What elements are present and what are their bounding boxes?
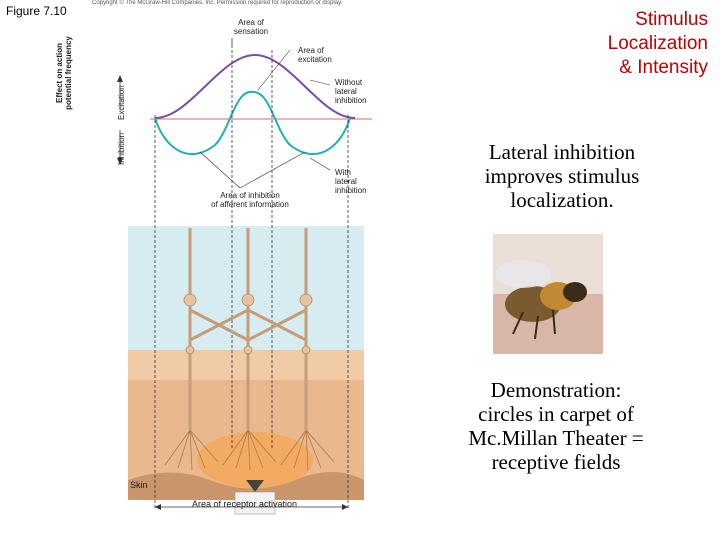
stimulus-probe <box>246 480 264 492</box>
skin-label: Skin <box>130 480 148 490</box>
area-of-inhibition-label: Area of inhibition of afferent informati… <box>211 191 289 209</box>
inhibition-label: Inhibition <box>117 132 126 165</box>
slide-title: Stimulus Localization & Intensity <box>548 8 708 80</box>
figure-label: Figure 7.10 <box>6 4 67 18</box>
sky-background <box>128 226 364 356</box>
note-demonstration: Demonstration: circles in carpet of Mc.M… <box>452 378 660 474</box>
without-lateral-inhibition-label: Without lateral inhibition <box>335 78 367 105</box>
note-line: Lateral inhibition <box>488 140 636 164</box>
lateral-inhibition-diagram <box>117 38 372 515</box>
note-line: Demonstration: <box>490 378 622 402</box>
curve-without-inhibition <box>154 53 356 119</box>
excitation-label: Excitation <box>117 85 126 120</box>
receptor-activation-label: Area of receptor activation <box>192 499 298 509</box>
with-lateral-inhibition-label: With lateral inhibition <box>335 168 367 195</box>
neuron-cell-bodies <box>183 293 313 355</box>
area-of-excitation-label: Area of excitation <box>298 46 332 64</box>
title-line: & Intensity <box>619 57 708 78</box>
area-of-sensation-label: Area of sensation <box>233 18 269 36</box>
curve-with-inhibition <box>154 90 351 156</box>
note-lateral-inhibition: Lateral inhibition improves stimulus loc… <box>462 140 662 212</box>
activation-glow <box>197 432 313 488</box>
title-line: Stimulus <box>635 9 708 30</box>
y-axis-title: Effect on action potential frequency <box>55 36 73 110</box>
title-line: Localization <box>607 33 708 54</box>
dendrite-fans <box>164 429 335 471</box>
note-line: improves stimulus <box>484 164 640 188</box>
note-line: circles in carpet of <box>478 402 634 426</box>
note-line: receptive fields <box>491 450 621 474</box>
copyright-notice: Copyright © The McGraw-Hill Companies, I… <box>92 0 343 6</box>
bee-photo <box>493 234 603 354</box>
note-line: Mc.Millan Theater = <box>468 426 644 450</box>
note-line: localization. <box>510 188 614 212</box>
neuron-fibers <box>188 228 308 430</box>
